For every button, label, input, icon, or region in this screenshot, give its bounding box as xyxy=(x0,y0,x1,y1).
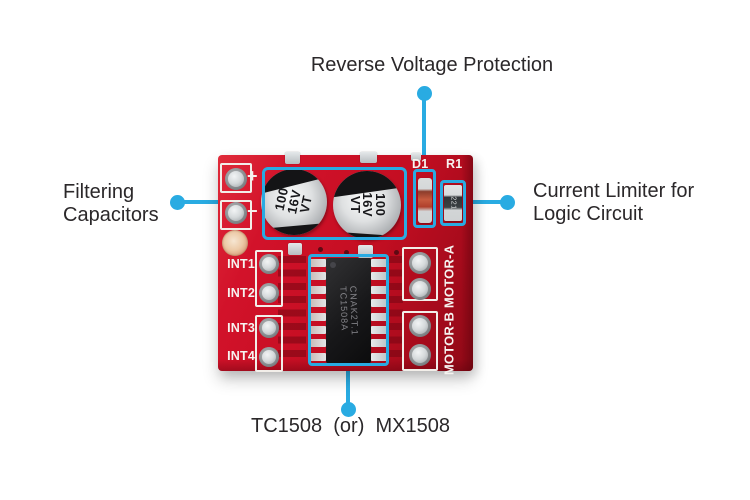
callout-line-top xyxy=(422,92,426,172)
ic-pin xyxy=(309,353,326,361)
terminal-silkscreen-box-minus xyxy=(220,200,252,230)
ic-pin xyxy=(371,259,388,267)
solder-tab xyxy=(285,152,300,164)
solder-tab xyxy=(411,153,421,161)
label-filtering-line1: Filtering xyxy=(63,181,135,203)
capacitor-highlight-box xyxy=(262,167,407,240)
callout-line-right xyxy=(465,200,508,204)
label-current-limiter-line1: Current Limiter for xyxy=(533,180,695,202)
motor-pad xyxy=(409,252,431,274)
label-chip-name: TC1508 (or) MX1508 xyxy=(251,415,450,437)
mounting-hole xyxy=(222,230,248,256)
ic-pin xyxy=(309,286,326,294)
ic-highlight-box xyxy=(308,254,389,366)
copper-traces xyxy=(389,256,403,360)
callout-dot-right xyxy=(500,195,515,210)
capacitor-1: 100 16V VT xyxy=(261,169,327,235)
label-filtering-capacitors: Filtering Capacitors xyxy=(63,181,183,227)
callout-line-bottom xyxy=(346,366,350,404)
int1-label: INT1 xyxy=(227,257,255,271)
int2-label: INT2 xyxy=(227,286,255,300)
power-pad-plus xyxy=(225,168,247,190)
input-pad-int4 xyxy=(259,347,279,367)
pad-silkscreen-box xyxy=(402,311,438,371)
ic-chip: CNAK2T.1 TC1508A xyxy=(326,258,371,363)
ic-pin xyxy=(371,272,388,280)
via-dot xyxy=(394,250,399,255)
ic-pin xyxy=(371,353,388,361)
solder-tab xyxy=(360,152,377,163)
solder-tab xyxy=(288,243,302,255)
motor-pad xyxy=(409,278,431,300)
diode-highlight-box xyxy=(413,169,436,228)
power-pad-minus xyxy=(225,202,247,224)
ic-pin xyxy=(309,272,326,280)
r1-label: R1 xyxy=(446,157,463,171)
ic-pin xyxy=(309,339,326,347)
resistor-r1: 221 xyxy=(444,185,462,221)
plus-symbol: + xyxy=(247,166,258,186)
capacitor-2: 100 16V VT xyxy=(333,171,401,239)
motor-ab-label: MOTOR-B MOTOR-A xyxy=(441,244,457,376)
ic-pin xyxy=(309,326,326,334)
ic-pin xyxy=(371,299,388,307)
ic-pin xyxy=(371,313,388,321)
resistor-highlight-box xyxy=(440,180,466,226)
callout-dot-bottom xyxy=(341,402,356,417)
input-pad-int3 xyxy=(259,318,279,338)
pad-silkscreen-box xyxy=(402,247,438,301)
ic-pin xyxy=(371,326,388,334)
ic-pin xyxy=(371,286,388,294)
ic-pin xyxy=(371,339,388,347)
minus-symbol: − xyxy=(247,201,258,221)
label-reverse-voltage-protection: Reverse Voltage Protection xyxy=(310,54,554,76)
via-dot xyxy=(318,247,323,252)
motor-pad xyxy=(409,344,431,366)
diode-d1 xyxy=(418,178,432,223)
ic-pin1-marker xyxy=(330,262,336,268)
ic-pin xyxy=(309,259,326,267)
label-filtering-line2: Capacitors xyxy=(63,204,159,226)
label-current-limiter: Current Limiter for Logic Circuit xyxy=(533,180,723,226)
pad-silkscreen-box xyxy=(255,315,283,372)
d1-label: D1 xyxy=(412,157,429,171)
int4-label: INT4 xyxy=(227,349,255,363)
motor-pad xyxy=(409,315,431,337)
label-current-limiter-line2: Logic Circuit xyxy=(533,203,644,225)
terminal-silkscreen-box-plus xyxy=(220,163,252,193)
int3-label: INT3 xyxy=(227,321,255,335)
pad-silkscreen-box xyxy=(255,250,283,307)
input-pad-int2 xyxy=(259,283,279,303)
ic-pin xyxy=(309,299,326,307)
ic-pin xyxy=(309,313,326,321)
input-pad-int1 xyxy=(259,254,279,274)
via-dot xyxy=(344,250,349,255)
pcb-board: + − 100 16V VT 10 xyxy=(218,152,473,375)
